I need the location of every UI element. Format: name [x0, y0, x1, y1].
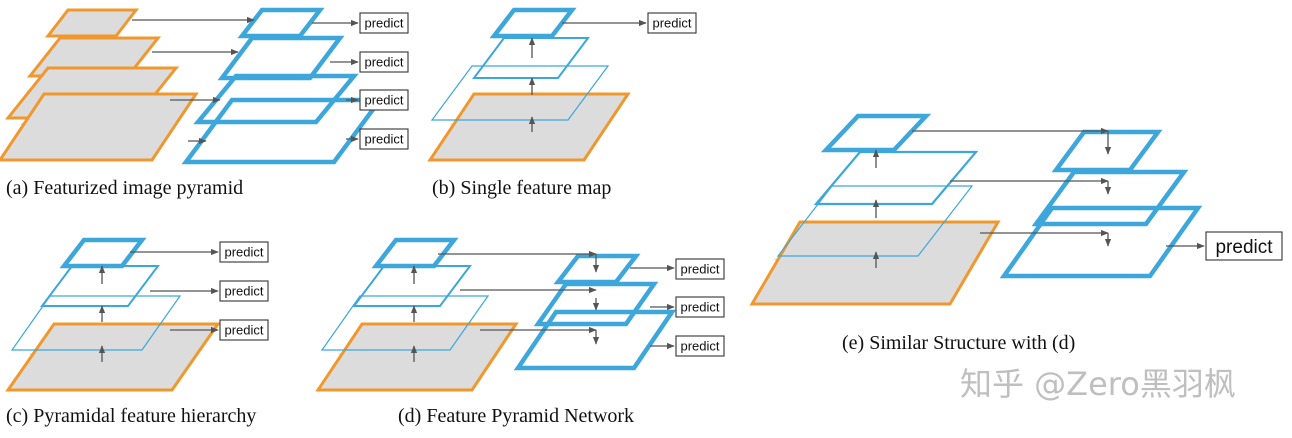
image-level-4	[0, 92, 199, 162]
image-c	[5, 322, 221, 392]
image-layer-outline	[44, 8, 140, 38]
predict-box-d2: predict	[675, 296, 725, 318]
predict-label: predict	[224, 284, 263, 299]
feature-map-c-level-3	[59, 237, 147, 269]
predict-box-a4: predict	[359, 128, 409, 150]
predict-label: predict	[1215, 237, 1273, 258]
predict-box-frame	[219, 280, 269, 302]
caption-d: (d) Feature Pyramid Network	[398, 405, 635, 427]
predict-box-frame	[675, 258, 725, 280]
feature-map-level-2	[217, 35, 345, 81]
predict-label: predict	[224, 323, 263, 338]
feature-map-b-level-3	[489, 7, 577, 39]
feature-map-level-4	[181, 97, 385, 165]
predict-box-d1: predict	[675, 258, 725, 280]
feature-map-b-level-1	[430, 65, 610, 121]
predict-box-a1: predict	[359, 12, 409, 34]
predict-box-frame	[219, 319, 269, 341]
feature-map-e-bottomup-3	[820, 113, 932, 153]
predict-box-b: predict	[647, 12, 697, 34]
image-layer-outline	[0, 92, 199, 162]
image-layer-outline	[749, 220, 1001, 306]
feature-map-d-bottomup-1	[320, 295, 490, 351]
predict-box-e: predict	[1205, 231, 1283, 261]
feature-map-b-level-2	[472, 37, 590, 79]
predict-box-c2: predict	[219, 280, 269, 302]
image-d	[315, 322, 519, 392]
watermark-text: 知乎 @Zero黑羽枫	[960, 365, 1236, 403]
predict-label: predict	[364, 132, 403, 147]
predict-label: predict	[364, 55, 403, 70]
predict-box-frame	[647, 12, 697, 34]
predict-box-a3: predict	[359, 89, 409, 111]
feature-map-e-topdown-1	[1051, 129, 1163, 173]
predict-box-frame	[359, 51, 409, 73]
predict-box-frame	[675, 296, 725, 318]
predict-box-d3: predict	[675, 335, 725, 357]
predict-label: predict	[680, 300, 719, 315]
predict-label: predict	[652, 16, 691, 31]
predict-box-frame	[219, 241, 269, 263]
predict-label: predict	[364, 93, 403, 108]
predict-box-frame	[359, 89, 409, 111]
image-level-1	[44, 8, 140, 38]
feature-map-d-topdown-3	[513, 309, 677, 371]
image-layer-outline	[427, 92, 631, 162]
predict-box-frame	[1205, 231, 1283, 261]
feature-map-e-bottomup-2	[813, 150, 979, 206]
feature-map-level-3	[193, 73, 359, 125]
caption-c: (c) Pyramidal feature hierarchy	[6, 405, 257, 427]
predict-box-frame	[359, 12, 409, 34]
predict-label: predict	[680, 262, 719, 277]
predict-box-frame	[359, 128, 409, 150]
feature-map-d-bottomup-3	[371, 237, 459, 269]
image-layer-outline	[5, 322, 221, 392]
predict-box-frame	[675, 335, 725, 357]
predict-box-a2: predict	[359, 51, 409, 73]
image-b	[427, 92, 631, 162]
caption-a: (a) Featurized image pyramid	[6, 177, 244, 199]
predict-label: predict	[224, 245, 263, 260]
feature-map-e-bottomup-1	[776, 185, 974, 257]
feature-map-e-topdown-3	[999, 205, 1203, 279]
predict-box-c3: predict	[219, 319, 269, 341]
feature-map-c-level-2	[40, 265, 160, 307]
image-layer-outline	[315, 322, 519, 392]
feature-map-e-topdown-2	[1031, 169, 1189, 227]
caption-b: (b) Single feature map	[432, 177, 612, 199]
image-e	[749, 220, 1001, 306]
predict-box-c1: predict	[219, 241, 269, 263]
feature-map-d-topdown-1	[553, 253, 641, 285]
feature-map-d-topdown-2	[533, 281, 659, 327]
predict-label: predict	[680, 339, 719, 354]
predict-label: predict	[364, 16, 403, 31]
feature-map-level-1	[237, 7, 325, 39]
feature-map-d-bottomup-2	[352, 265, 472, 307]
caption-e: (e) Similar Structure with (d)	[842, 332, 1076, 354]
